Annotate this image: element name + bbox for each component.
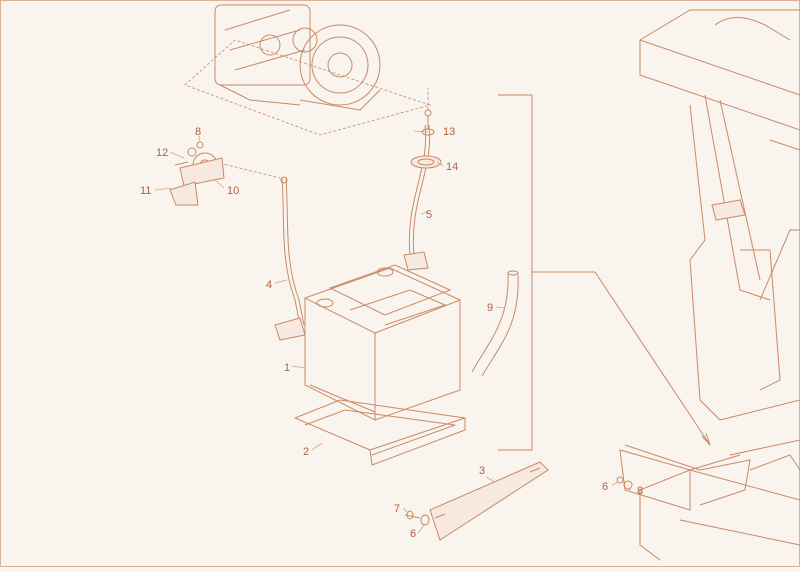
callout-8a: 8: [195, 126, 201, 138]
battery: [304, 264, 461, 421]
callout-5: 5: [426, 209, 432, 221]
ground-cable: [214, 161, 306, 341]
callout-8b: 8: [637, 485, 643, 497]
engine-illustration: [184, 4, 432, 136]
callout-11: 11: [140, 185, 151, 197]
frame-bolt: [616, 476, 633, 490]
battery-tray: [293, 399, 466, 466]
callout-labels: 1 2 3 4 5 6 6 7 8 8 9 10 11 12 13 14: [140, 126, 643, 540]
washer: [421, 109, 435, 136]
callout-10: 10: [227, 185, 239, 197]
machine-frame-illustration: [639, 9, 800, 561]
terminal-boot: [410, 155, 442, 169]
positive-cable: [403, 88, 431, 271]
mounting-bracket-illustration: [619, 444, 751, 511]
callout-14: 14: [446, 161, 458, 173]
callout-3: 3: [479, 465, 485, 477]
callout-9: 9: [487, 302, 493, 314]
callout-4: 4: [266, 279, 272, 291]
callout-2: 2: [303, 446, 309, 458]
callout-1: 1: [284, 362, 290, 374]
battery-switch: [169, 141, 225, 206]
strap-bolt: [404, 510, 430, 526]
callout-7: 7: [394, 503, 400, 515]
vent-hose: [471, 270, 519, 377]
callout-12: 12: [156, 147, 168, 159]
leader-lines: [154, 130, 632, 534]
callout-13: 13: [443, 126, 455, 138]
callout-6b: 6: [410, 528, 416, 540]
assembly-bracket: [498, 94, 711, 451]
hold-down-strap: [429, 461, 549, 541]
callout-6a: 6: [602, 481, 608, 493]
